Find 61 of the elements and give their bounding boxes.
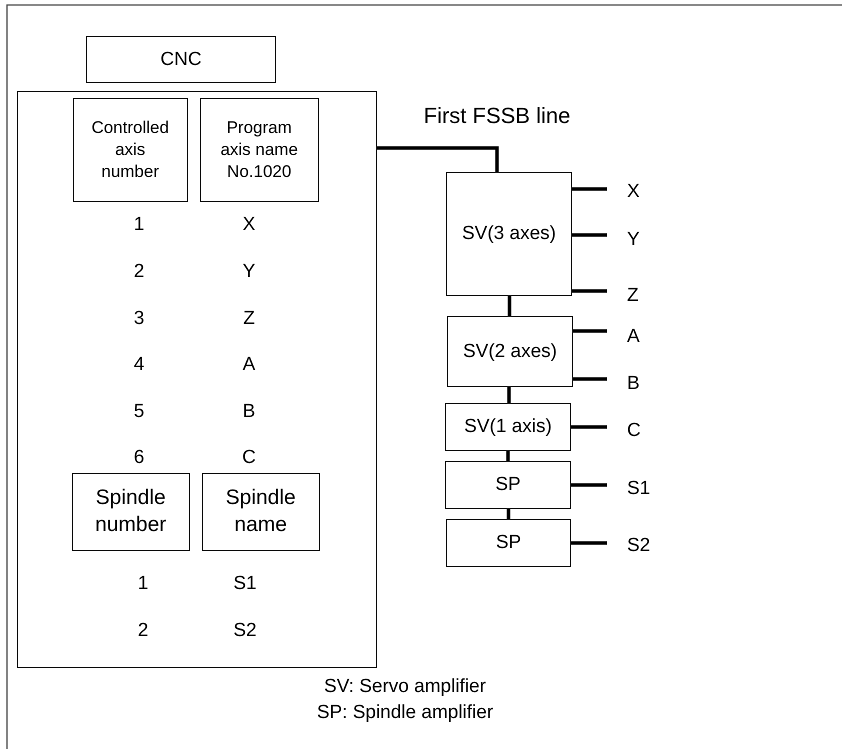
- connector-line: [573, 377, 607, 381]
- table-cell: C: [242, 447, 256, 469]
- table-cell: A: [242, 354, 256, 376]
- axis-name: X: [607, 178, 657, 206]
- table-cell: 1: [134, 214, 144, 236]
- connector-line: [573, 329, 607, 333]
- table-cell: X: [242, 214, 256, 236]
- box-label: Program axis name No.1020: [219, 116, 299, 183]
- box-label: Spindle number: [94, 485, 168, 538]
- unit-box: [445, 461, 571, 509]
- unit-box: [446, 172, 572, 296]
- note: SP: Spindle amplifier: [316, 702, 494, 724]
- table-cell: Y: [242, 261, 256, 283]
- connector-line: [572, 187, 607, 191]
- panel-box: [17, 91, 377, 668]
- box-label: SV(2 axes): [463, 340, 557, 364]
- unit-box: [72, 472, 190, 551]
- unit-box: [446, 519, 571, 567]
- table-cell: 5: [134, 401, 144, 423]
- table-cell: 3: [134, 308, 144, 330]
- unit-box: [445, 403, 571, 451]
- table-cell: 4: [134, 354, 144, 376]
- axis-name: Z: [607, 282, 657, 310]
- unit-box: [86, 36, 276, 83]
- table-cell: 2: [138, 620, 148, 642]
- unit-box: [202, 472, 320, 551]
- table-cell: B: [242, 401, 256, 423]
- axis-name: C: [607, 417, 657, 445]
- box-label: SV(3 axes): [462, 222, 556, 246]
- connector-line: [571, 425, 607, 429]
- unit-box: [72, 98, 188, 202]
- bus-name: First FSSB line: [424, 103, 570, 129]
- box-label: SV(1 axis): [464, 415, 552, 439]
- connector-line: [508, 296, 512, 316]
- connector-line: [572, 289, 607, 293]
- table-cell: 6: [134, 447, 144, 469]
- box-label: SP: [495, 473, 521, 497]
- connector-line: [571, 541, 607, 545]
- connector-line: [572, 233, 607, 237]
- table-cell: S1: [233, 573, 257, 595]
- connector-line: [506, 451, 510, 461]
- axis-name: B: [607, 370, 657, 398]
- table-cell: Z: [243, 308, 255, 330]
- box-label: Controlled axis number: [90, 116, 170, 183]
- box-label: Spindle name: [224, 485, 297, 538]
- box-label: CNC: [160, 48, 202, 72]
- unit-box: [447, 316, 573, 387]
- note: SV: Servo amplifier: [324, 676, 486, 698]
- axis-name: S1: [607, 475, 657, 503]
- table-cell: 2: [134, 261, 144, 283]
- axis-name: S2: [607, 532, 657, 560]
- table-cell: 1: [138, 573, 148, 595]
- table-cell: S2: [233, 620, 257, 642]
- connector-line: [506, 509, 510, 519]
- connector-line: [377, 146, 499, 172]
- connector-line: [507, 387, 511, 403]
- axis-name: A: [607, 323, 657, 351]
- unit-box: [200, 98, 319, 202]
- axis-name: Y: [607, 226, 657, 254]
- box-label: SP: [496, 531, 522, 555]
- connector-line: [571, 483, 607, 487]
